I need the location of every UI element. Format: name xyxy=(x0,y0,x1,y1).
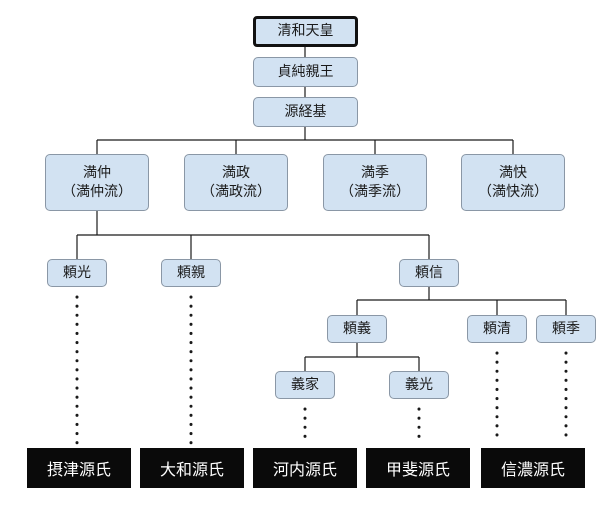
clan-yamato-genji: 大和源氏 xyxy=(140,448,244,488)
node-yorisue: 頼季 xyxy=(536,315,596,343)
node-mitsunaka: 満仲 （満仲流） xyxy=(45,154,149,211)
node-yorichika: 頼親 xyxy=(161,259,221,287)
node-minamoto-tsunemoto-label: 源経基 xyxy=(284,103,327,120)
node-mitsusue-name: 満季 xyxy=(361,164,389,181)
node-mitsuyoshi-lineage: （満快流） xyxy=(478,183,548,200)
node-yoshimitsu: 義光 xyxy=(389,371,449,399)
node-yoshimitsu-label: 義光 xyxy=(405,376,433,393)
node-yorichika-label: 頼親 xyxy=(177,264,205,281)
node-yoshiie-label: 義家 xyxy=(291,376,319,393)
node-sadazumi-shinno: 貞純親王 xyxy=(253,57,358,87)
node-yorikiyo-label: 頼清 xyxy=(483,320,511,337)
node-yorimitsu-label: 頼光 xyxy=(63,264,91,281)
clan-kawachi-genji: 河内源氏 xyxy=(253,448,357,488)
node-mitsumasa: 満政 （満政流） xyxy=(184,154,288,211)
node-yorinobu: 頼信 xyxy=(399,259,459,287)
node-mitsumasa-name: 満政 xyxy=(222,164,250,181)
clan-kai-genji: 甲斐源氏 xyxy=(366,448,470,488)
node-minamoto-tsunemoto: 源経基 xyxy=(253,97,358,127)
clan-shinano-genji-label: 信濃源氏 xyxy=(500,460,565,479)
node-yoriyoshi: 頼義 xyxy=(327,315,387,343)
node-sadazumi-shinno-label: 貞純親王 xyxy=(277,63,334,80)
clan-settsu-genji: 摂津源氏 xyxy=(27,448,131,488)
node-mitsunaka-name: 満仲 xyxy=(83,164,111,181)
node-yorimitsu: 頼光 xyxy=(47,259,107,287)
clan-kai-genji-label: 甲斐源氏 xyxy=(385,460,450,479)
clan-shinano-genji: 信濃源氏 xyxy=(481,448,585,488)
node-mitsusue: 満季 （満季流） xyxy=(323,154,427,211)
node-seiwa-tenno: 清和天皇 xyxy=(253,16,358,47)
node-yoshiie: 義家 xyxy=(275,371,335,399)
node-mitsusue-lineage: （満季流） xyxy=(340,183,410,200)
node-mitsumasa-lineage: （満政流） xyxy=(201,183,271,200)
node-yoriyoshi-label: 頼義 xyxy=(343,320,371,337)
clan-kawachi-genji-label: 河内源氏 xyxy=(272,460,337,479)
node-mitsuyoshi: 満快 （満快流） xyxy=(461,154,565,211)
clan-settsu-genji-label: 摂津源氏 xyxy=(46,460,111,479)
node-seiwa-tenno-label: 清和天皇 xyxy=(277,23,334,40)
node-mitsuyoshi-name: 満快 xyxy=(499,164,527,181)
node-yorinobu-label: 頼信 xyxy=(415,264,443,281)
node-yorikiyo: 頼清 xyxy=(467,315,527,343)
clan-yamato-genji-label: 大和源氏 xyxy=(159,460,224,479)
node-mitsunaka-lineage: （満仲流） xyxy=(62,183,132,200)
node-yorisue-label: 頼季 xyxy=(552,320,580,337)
